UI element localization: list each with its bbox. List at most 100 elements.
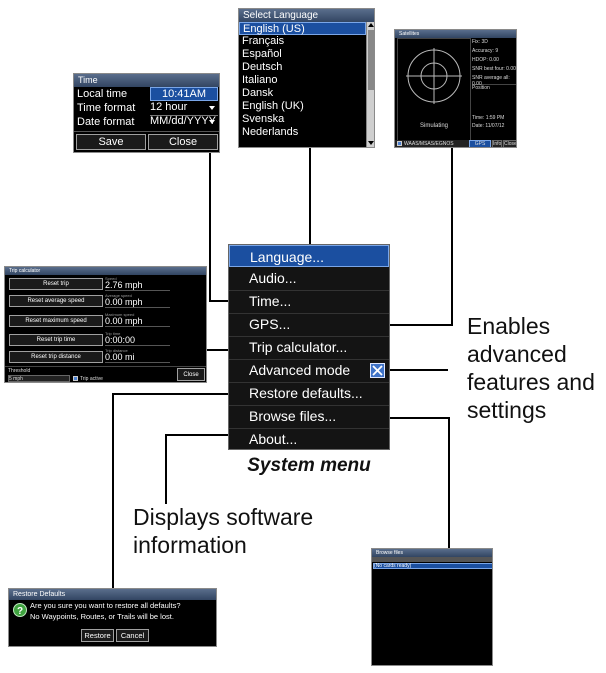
language-scrollbar[interactable] [366,22,374,147]
info-button[interactable]: Info [492,140,502,147]
svg-text:?: ? [17,606,23,617]
trip-calculator-title: Trip calculator [5,267,206,275]
language-item[interactable]: Deutsch [242,61,283,73]
menu-item-label: Language... [250,249,324,265]
gps-source-button[interactable]: GPS source [469,140,491,147]
menu-item-about[interactable]: About... [229,429,389,449]
language-item[interactable]: Italiano [242,74,278,86]
menu-item-browse-files[interactable]: Browse files... [229,406,389,429]
annotation-advanced-line-4: settings [467,397,547,423]
value-caption: Speed [105,276,117,281]
language-item[interactable]: English (UK) [242,100,304,112]
menu-item-trip-calculator[interactable]: Trip calculator... [229,337,389,360]
menu-item-label: Advanced mode [249,362,351,378]
annotation-advanced-line-3: features and [467,369,595,395]
close-button[interactable]: Close [177,368,205,381]
menu-item-label: Restore defaults... [249,385,363,401]
threshold-input[interactable]: 5 mph [8,375,70,382]
menu-item-time[interactable]: Time... [229,291,389,314]
reset-trip-button[interactable]: Reset trip [9,278,103,290]
date-format-dropdown[interactable]: MM/dd/YYYY [150,115,218,129]
language-item[interactable]: Dansk [242,87,274,99]
time-text: Time: 1:59 PM [472,115,505,121]
reset-average-speed-button[interactable]: Reset average speed [9,295,103,307]
language-item[interactable]: English (US) [239,22,366,35]
date-format-value: MM/dd/YYYY [150,115,217,127]
menu-item-language[interactable]: Language... [229,245,389,267]
time-format-dropdown[interactable]: 12 hour [150,101,218,116]
value-caption: Maximum speed [105,312,135,317]
connector-browse-horizontal [347,417,450,419]
local-time-field[interactable]: 10:41AM [150,87,218,101]
language-item[interactable]: Français [242,35,285,47]
checkbox-icon[interactable] [73,376,78,381]
menu-item-advanced-mode[interactable]: Advanced mode [229,360,389,383]
scroll-down-icon[interactable] [368,141,374,145]
restore-button[interactable]: Restore [81,629,114,642]
browse-files-path-bar [372,557,492,562]
speed-value: 2.76 mph [105,280,170,291]
scroll-thumb[interactable] [368,30,374,90]
language-dialog-title: Select Language [239,9,374,22]
average-speed-value: 0.00 mph [105,297,170,308]
menu-item-label: Trip calculator... [249,339,348,355]
system-menu-caption: System menu [247,455,371,476]
trip-footer-divider [5,366,206,367]
language-item[interactable]: Svenska [242,113,285,125]
scroll-up-icon[interactable] [368,23,374,27]
time-format-value: 12 hour [150,101,188,113]
reset-maximum-speed-button[interactable]: Reset maximum speed [9,315,103,327]
time-format-label: Time format [77,102,136,114]
trip-distance-value: 0.00 mi [105,352,170,363]
menu-item-audio[interactable]: Audio... [229,268,389,291]
threshold-label: Threshold [8,368,31,374]
language-list: English (US) Français Español Deutsch It… [239,22,366,139]
time-dialog-title: Time [74,74,219,87]
restore-message-line-1: Are you sure you want to restore all def… [30,601,181,610]
restore-message-line-2: No Waypoints, Routes, or Trails will be … [30,612,174,621]
connector-advanced-horizontal [367,369,448,371]
value-caption: Trip distance [105,348,128,353]
close-button[interactable]: Close [148,134,218,150]
dialog-divider [74,131,219,132]
satellites-footer: WAAS/MSAS/EGNOS GPS source Info Close [395,140,517,147]
checkbox-checked-icon[interactable] [370,363,385,378]
menu-item-gps[interactable]: GPS... [229,314,389,337]
date-text: Date: 11/07/12 [472,123,505,129]
language-item[interactable]: Nederlands [242,126,299,138]
browse-files-item[interactable]: (No cards ready) [373,563,492,569]
restore-defaults-dialog: Restore Defaults ? Are you sure you want… [8,588,217,647]
browse-files-screen: Browse files (No cards ready) [371,548,493,666]
local-time-label: Local time [77,88,128,100]
menu-item-label: GPS... [249,316,291,332]
menu-item-restore-defaults[interactable]: Restore defaults... [229,383,389,406]
sky-plot-icon [406,48,462,104]
value-caption: Average speed [105,293,132,298]
value-caption: Trip time [105,331,121,336]
maximum-speed-value: 0.00 mph [105,316,170,327]
connector-restore-vertical [112,393,114,588]
connector-language-vertical [309,148,311,245]
stat-line: HDOP: 0.00 [472,57,499,63]
reset-trip-distance-button[interactable]: Reset trip distance [9,351,103,363]
close-button[interactable]: Close [503,140,517,147]
reset-trip-time-button[interactable]: Reset trip time [9,334,103,346]
connector-gps-vertical [451,148,453,326]
stat-line: SNR best four: 0.00 [472,66,516,72]
save-button[interactable]: Save [76,134,146,150]
date-format-label: Date format [77,116,135,128]
menu-item-label: About... [249,431,298,447]
connector-time-vertical [209,152,211,302]
stat-line: Fix: 3D [472,39,488,45]
trip-time-value: 0:00:00 [105,335,170,346]
checkbox-icon[interactable] [397,141,402,146]
connector-about-vertical [165,434,167,504]
stat-line: SNR average all: 0.00 [472,75,510,87]
language-item[interactable]: Español [242,48,282,60]
simulating-label: Simulating [419,123,448,129]
cancel-button[interactable]: Cancel [116,629,149,642]
chevron-down-icon [209,120,215,124]
annotation-advanced-line-2: advanced [467,341,567,367]
waas-label: WAAS/MSAS/EGNOS [404,141,454,147]
connector-about-horizontal [165,434,251,436]
